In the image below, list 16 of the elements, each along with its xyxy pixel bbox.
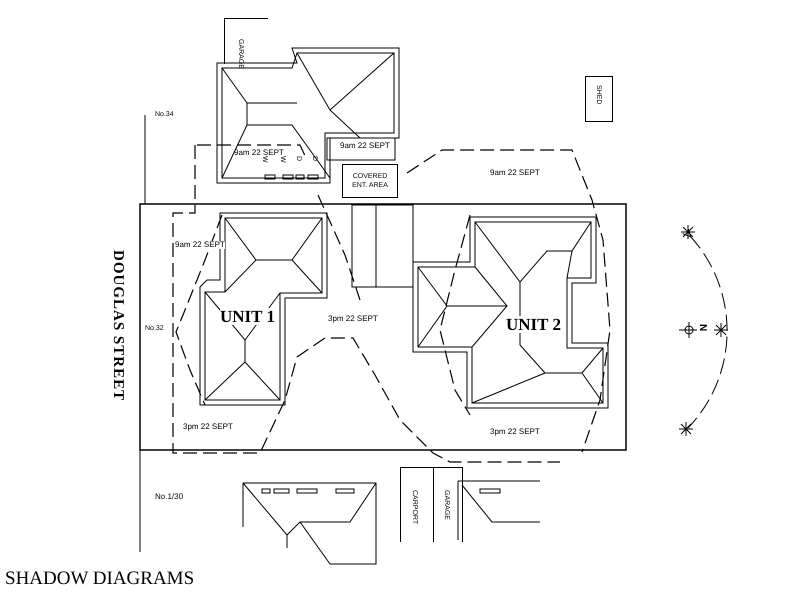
garage-outline <box>433 467 463 542</box>
building-label: UNIT 2 <box>506 316 561 333</box>
covered-area-box <box>342 164 398 198</box>
shadow-time-label: 9am 22 SEPT <box>490 169 540 177</box>
drawing-title: SHADOW DIAGRAMS <box>5 569 194 588</box>
carport-outline <box>400 467 433 542</box>
shadow-time-label: 9am 22 SEPT <box>175 241 225 249</box>
shed-box <box>585 76 613 122</box>
north-label: N <box>697 324 707 332</box>
shadow-time-label: 3pm 22 SEPT <box>183 423 233 431</box>
shadow-time-label: 3pm 22 SEPT <box>490 428 540 436</box>
building-label: UNIT 1 <box>220 308 275 325</box>
street-name: DOUGLAS STREET <box>110 250 125 402</box>
shadow-time-label: 9am 22 SEPT <box>234 149 284 157</box>
lot-number: No.1/30 <box>155 493 184 501</box>
shadow-time-label: 9am 22 SEPT <box>340 142 390 150</box>
